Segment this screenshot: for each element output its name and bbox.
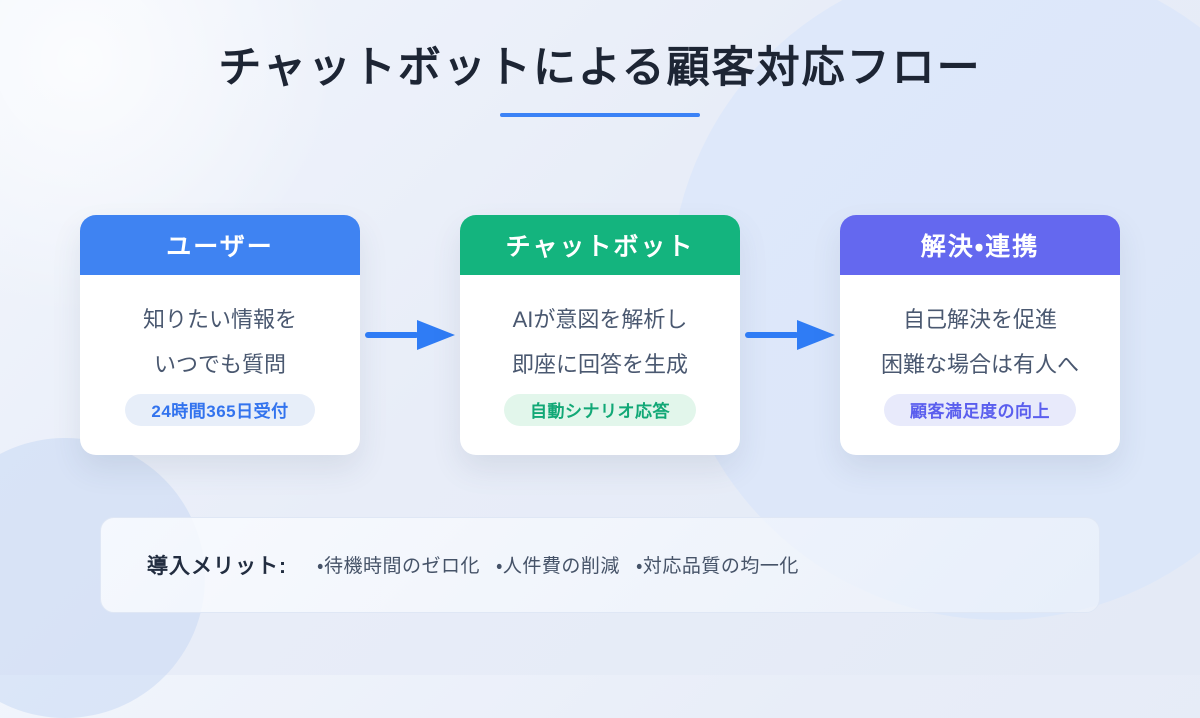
flow-card-chatbot: チャットボット AIが意図を解析し 即座に回答を生成 自動シナリオ応答 bbox=[460, 214, 740, 455]
card-line: 知りたい情報を bbox=[142, 306, 297, 332]
arrow-shaft bbox=[745, 331, 799, 338]
page-title: チャットボットによる顧客対応フロー bbox=[218, 44, 982, 92]
card-body: 知りたい情報を いつでも質問 24時間365日受付 bbox=[80, 275, 360, 455]
benefit-item: ・対応品質の均一化 bbox=[635, 556, 799, 578]
benefits-label: 導入メリット: bbox=[147, 554, 287, 578]
card-badge: 自動シナリオ応答 bbox=[504, 393, 696, 426]
card-line: 即座に回答を生成 bbox=[511, 351, 688, 377]
arrow-head bbox=[797, 319, 835, 350]
card-badge: 24時間365日受付 bbox=[125, 393, 315, 426]
flow-card-user: ユーザー 知りたい情報を いつでも質問 24時間365日受付 bbox=[80, 214, 360, 455]
flow-card-resolution: 解決・連携 自己解決を促進 困難な場合は有人へ 顧客満足度の向上 bbox=[840, 214, 1120, 455]
benefits-panel: 導入メリット: ・待機時間のゼロ化 ・人件費の削減 ・対応品質の均一化 bbox=[100, 516, 1100, 613]
flow-arrow-icon bbox=[360, 319, 460, 350]
card-line: 自己解決を促進 bbox=[902, 306, 1057, 332]
arrow-shaft bbox=[365, 331, 419, 338]
card-body: 自己解決を促進 困難な場合は有人へ 顧客満足度の向上 bbox=[840, 275, 1120, 455]
title-underline bbox=[500, 112, 700, 117]
benefit-item: ・待機時間のゼロ化 bbox=[317, 556, 480, 578]
benefit-item: ・人件費の削減 bbox=[495, 556, 620, 578]
card-line: AIが意図を解析し bbox=[512, 306, 688, 332]
flow-arrow-icon bbox=[740, 319, 840, 350]
card-header-chatbot: チャットボット bbox=[460, 214, 740, 275]
header: チャットボットによる顧客対応フロー bbox=[0, 0, 1200, 117]
card-line: 困難な場合は有人へ bbox=[880, 351, 1079, 377]
arrow-head bbox=[417, 319, 455, 350]
card-header-resolution: 解決・連携 bbox=[840, 214, 1120, 275]
card-line: いつでも質問 bbox=[153, 351, 286, 377]
card-title: ユーザー bbox=[166, 232, 274, 261]
card-badge: 顧客満足度の向上 bbox=[884, 393, 1076, 426]
flow-diagram: ユーザー 知りたい情報を いつでも質問 24時間365日受付 チャットボット A… bbox=[0, 214, 1200, 455]
benefits-items: ・待機時間のゼロ化 ・人件費の削減 ・対応品質の均一化 bbox=[317, 551, 815, 578]
card-title: 解決・連携 bbox=[920, 232, 1040, 261]
card-body: AIが意図を解析し 即座に回答を生成 自動シナリオ応答 bbox=[460, 275, 740, 455]
card-title: チャットボット bbox=[505, 232, 695, 261]
card-header-user: ユーザー bbox=[80, 214, 360, 275]
